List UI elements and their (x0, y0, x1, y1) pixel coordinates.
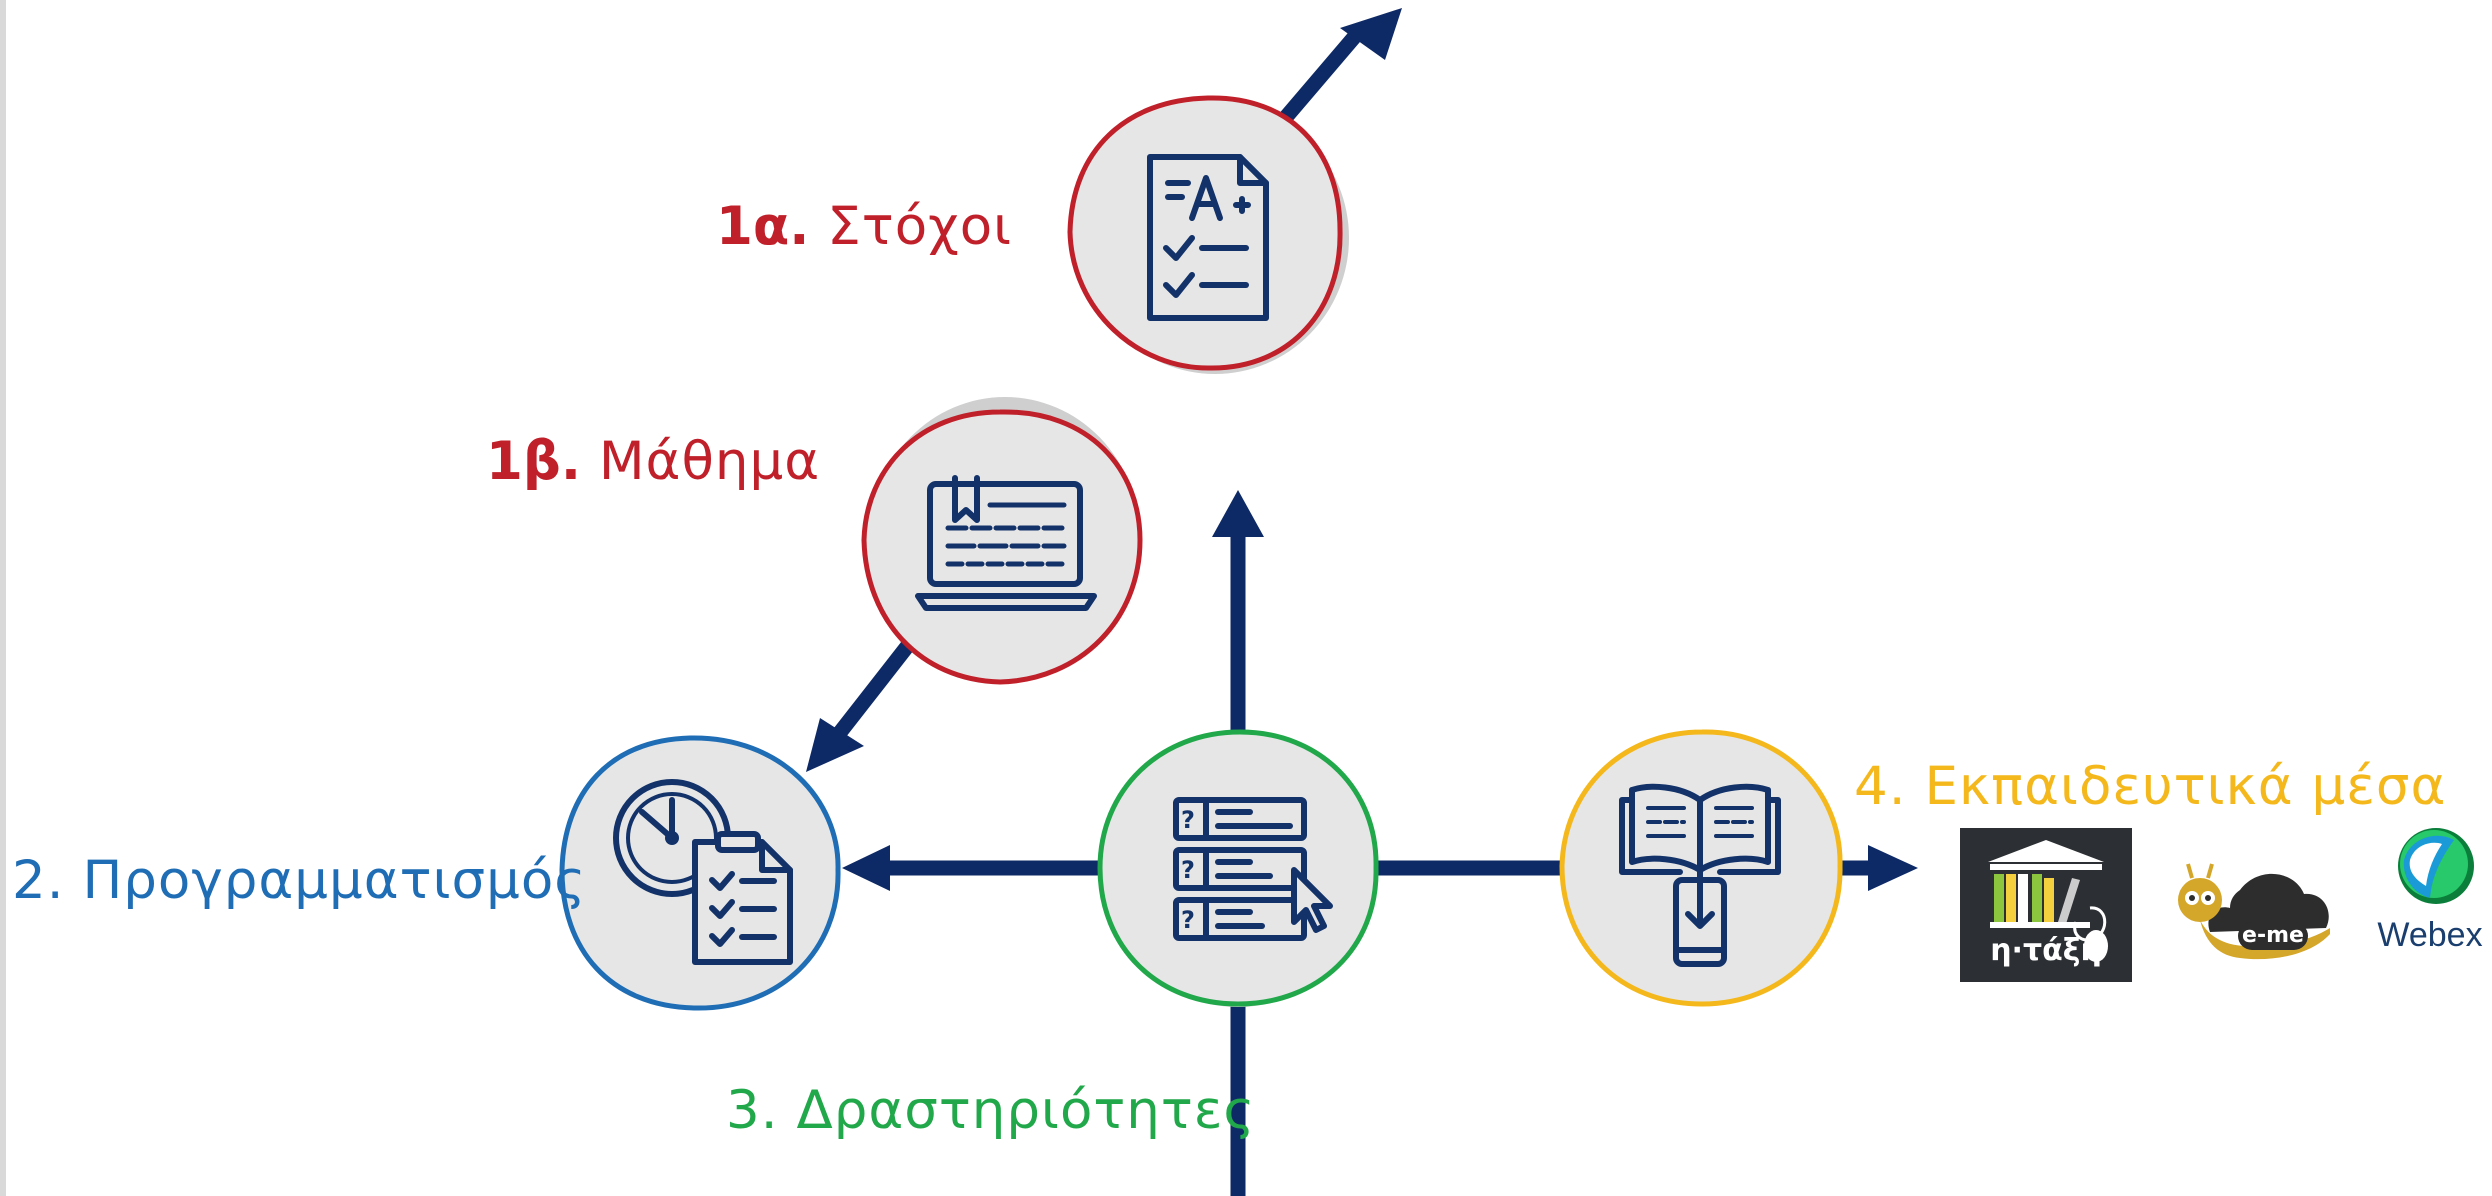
e-me-text: e-me (2242, 923, 2304, 948)
webex-icon (2398, 828, 2474, 904)
label-planning-number: 2. (12, 850, 65, 911)
itaxi-text: η·τάξη (1990, 933, 2102, 968)
arrow-left-head (842, 845, 890, 891)
node-activities: ? ? ? (1097, 729, 1379, 1007)
itaxi-logo[interactable]: η·τάξη (1960, 828, 2132, 982)
label-lesson-text: Μάθημα (598, 431, 821, 492)
vertical-axis-head (1212, 490, 1264, 537)
label-goals: 1α. Στόχοι (716, 200, 1012, 253)
arrow-down-left-line (832, 625, 926, 740)
e-me-logo[interactable]: e-me (2170, 860, 2342, 980)
label-lesson-number: 1β. (486, 431, 581, 492)
webex-text: Webex (2377, 916, 2483, 954)
arrow-down-left-head (806, 718, 864, 772)
label-goals-number: 1α. (716, 196, 810, 257)
itaxi-icon (1988, 840, 2108, 962)
label-lesson: 1β. Μάθημα (486, 435, 820, 488)
node-goals (1067, 95, 1349, 374)
label-media: 4. Εκπαιδευτικά μέσα (1854, 760, 2446, 813)
node-planning (559, 735, 841, 1011)
label-planning-text: Προγραμματισμός (82, 850, 587, 911)
svg-text:?: ? (1181, 856, 1195, 884)
svg-text:?: ? (1181, 806, 1195, 834)
arrow-up-right-head (1340, 8, 1402, 60)
label-activities-number: 3. (726, 1080, 779, 1141)
clock-checklist-icon (613, 779, 793, 965)
node-media (1559, 729, 1843, 1007)
label-activities-text: Δραστηριότητες (796, 1080, 1256, 1141)
arrow-right-head (1868, 845, 1918, 891)
label-planning: 2. Προγραμματισμός (12, 854, 586, 907)
page-edge (0, 0, 6, 1196)
label-media-text: Εκπαιδευτικά μέσα (1924, 756, 2447, 817)
label-goals-text: Στόχοι (827, 196, 1013, 257)
label-media-number: 4. (1854, 756, 1907, 817)
e-me-icon (2178, 863, 2330, 960)
svg-text:?: ? (1181, 906, 1195, 934)
label-activities: 3. Δραστηριότητες (726, 1084, 1256, 1137)
graded-checklist-icon (1147, 154, 1269, 321)
laptop-document-icon (915, 475, 1097, 611)
node-lesson (861, 397, 1143, 685)
webex-logo[interactable]: Webex (2370, 820, 2490, 960)
quiz-list-cursor-icon (1173, 797, 1333, 941)
book-phone-download-icon (1619, 783, 1781, 967)
